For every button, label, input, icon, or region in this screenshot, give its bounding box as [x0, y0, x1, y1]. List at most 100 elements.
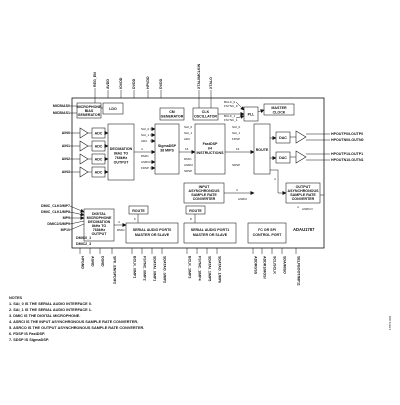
- decimation-label: OUTPUT: [114, 161, 130, 165]
- bottom-pin-label: SDATAO_0/MP2: [162, 256, 166, 283]
- top-pin-label: IOVDD: [119, 77, 123, 89]
- pll-label: PLL: [248, 113, 256, 117]
- dac-label: DAC: [279, 156, 287, 160]
- dmic-pin-label: DMIC_CLK1/MP8: [41, 210, 70, 214]
- bus-width-label: 4: [297, 205, 299, 209]
- sigma-in-label: DMIC: [141, 154, 149, 158]
- micbias-gen-label: GENERATOR: [78, 113, 101, 117]
- input-asrc-label: SAMPLE RATE: [191, 193, 217, 197]
- input-asrc-label: ASYNCHRONOUS: [189, 189, 221, 193]
- cm-gen-label: GENERATOR: [161, 115, 184, 119]
- output-asrc-label: SAMPLE RATE: [290, 193, 316, 197]
- asrc-label: ASRCO: [302, 207, 313, 211]
- note-item: 1. SAI_0 IS THE SERIAL AUDIO INTERFACE 0…: [9, 302, 92, 306]
- route-label: ROUTE: [132, 209, 145, 213]
- output-asrc-label: CONVERTER: [292, 197, 315, 201]
- dmic-pin-label: DMIC2/3/MP9: [47, 222, 70, 226]
- bus-width-label: 16: [236, 147, 240, 151]
- note-item: 4. ASRCI IS THE INPUT ASYNCHRONOUS SAMPL…: [9, 320, 138, 324]
- note-item: 6. FDSP IS FastDSP.: [9, 332, 45, 336]
- cm-generator-block: [159, 107, 185, 121]
- top-pin-label: DVDD: [159, 78, 163, 89]
- micbias1-pin-label: MICBIAS1: [53, 111, 70, 115]
- analog-input-chain: AIN0 AIN1 AIN2 AIN3 ADC ADC ADC ADC: [62, 127, 109, 178]
- top-pins-group: REG_EN AVDD IOVDD DVDD HPVDD DVDD XTALI/…: [93, 64, 213, 108]
- bottom-pin-label: SCL/SCLK: [272, 256, 276, 274]
- dmic-dec-label: DIGITAL: [92, 212, 107, 216]
- bottom-pin-label: BCLK_0/MP1: [132, 256, 136, 278]
- sigma-in-label: SAI_1: [141, 133, 150, 137]
- micbias-gen-label: BIAS: [85, 109, 94, 113]
- fastdsp-label: 64: [208, 147, 212, 151]
- dmic-dec-label: OUTPUT: [92, 232, 108, 236]
- fast-in-label: ADC: [184, 137, 191, 141]
- note-item: 5. ASRCO IS THE OUTPUT ASYNCHRONOUS SAMP…: [9, 326, 144, 330]
- ain1-pin-label: AIN1: [62, 144, 70, 148]
- pga-amplifier-icon: [79, 166, 89, 178]
- route-label: ROUTE: [256, 148, 269, 152]
- sigma-in-label: FDSP: [141, 166, 149, 170]
- sport1-label: SERIAL AUDIO PORT1: [191, 228, 230, 232]
- top-pin-label: AVDD: [106, 79, 110, 89]
- hpout-pin-label: HPOUTP1/LOUTP1: [331, 152, 363, 156]
- adc-label: ADC: [95, 132, 103, 136]
- route-small-block: [185, 205, 206, 215]
- dmic-pin-label: MP10: [61, 228, 70, 232]
- route-small-block: [128, 205, 149, 215]
- dmic-pin-label: DMIC_CLK0/MP7: [41, 204, 70, 208]
- top-pin: XTALO: [209, 77, 213, 108]
- bottom-pin-label: SELFBOOT/MP11: [296, 256, 300, 286]
- route-in-label: SDSP: [232, 163, 240, 167]
- clk-osc-label: CLK: [202, 110, 210, 114]
- fast-in-label: SDSP: [184, 169, 192, 173]
- bus-width-label: 4: [118, 220, 120, 224]
- route-in-label: SAI_1: [232, 131, 241, 135]
- top-pin: XTALI/MCLKIN: [197, 64, 201, 108]
- micbias-gen-label: MICROPHONE: [77, 105, 102, 109]
- bus-width-label: 4: [274, 177, 276, 181]
- top-pin-label: DVDD: [132, 78, 136, 89]
- dmic-dec-label: 768kHz: [93, 228, 106, 232]
- sport0-label: MASTER OR SLAVE: [135, 233, 170, 237]
- master-clock-label: CLOCK: [273, 111, 286, 115]
- pll-in-label: FSYNC_0: [224, 104, 238, 108]
- dmic-pin-label: DMIC0_1: [76, 236, 91, 240]
- dac-block: [275, 131, 291, 144]
- dmic-decimation-block: [83, 208, 115, 242]
- fast-in-label: ASRCI: [184, 163, 193, 167]
- decimation-label: DECIMATION: [110, 147, 133, 151]
- chip-name: ADAU1787: [293, 227, 315, 232]
- clk-osc-label: OSCILLATOR: [194, 115, 217, 119]
- dmic-pin-label: DMIC2_3: [76, 242, 91, 246]
- micbias-generator-block: [76, 102, 102, 119]
- bottom-pin-label: SDATAO_1/MP6: [217, 256, 221, 283]
- fast-in-label: DMIC: [184, 157, 192, 161]
- bottom-pin-label: ADDR1/MOSI: [262, 256, 266, 279]
- decimation-label: 8kHz TO: [114, 152, 129, 156]
- top-pin-label: XTALI/MCLKIN: [197, 64, 201, 89]
- fastdsp-label: FastDSP: [203, 142, 218, 146]
- hpout-pin-label: HPOUTP0/LOUTP0: [331, 132, 363, 136]
- control-port-label: I²C OR SPI: [258, 228, 276, 232]
- adc-label: ADC: [95, 145, 103, 149]
- bottom-pin-label: SPK_EN/SPDIF2: [112, 256, 116, 284]
- top-pin: HPVDD: [146, 76, 150, 98]
- sport1-label: MASTER OR SLAVE: [193, 233, 228, 237]
- asrc-label: ASRCI: [238, 197, 247, 201]
- dmic-dec-label: 8kHz TO: [92, 224, 107, 228]
- pll-in-label: BCLK_1: [224, 114, 236, 118]
- note-item: 7. SDSP IS SigmaDSP.: [9, 338, 49, 342]
- fast-in-label: SAI_1: [184, 131, 193, 135]
- pga-amplifier-icon: [79, 140, 89, 152]
- figure-id: 17871-001: [388, 315, 392, 330]
- route-in-label: FDSP: [232, 137, 240, 141]
- bottom-pin-label: SDA/MISO: [282, 256, 286, 274]
- hpout-pin-label: HPOUTN1/LOUTN1: [331, 158, 364, 162]
- adc-label: ADC: [95, 171, 103, 175]
- pga-amplifier-icon: [79, 153, 89, 165]
- bottom-pin-label: FSYNC_1/MP4: [197, 256, 201, 281]
- bottom-pin-label: SDATAI_1/MP5: [207, 256, 211, 281]
- cm-gen-label: CM: [169, 110, 175, 114]
